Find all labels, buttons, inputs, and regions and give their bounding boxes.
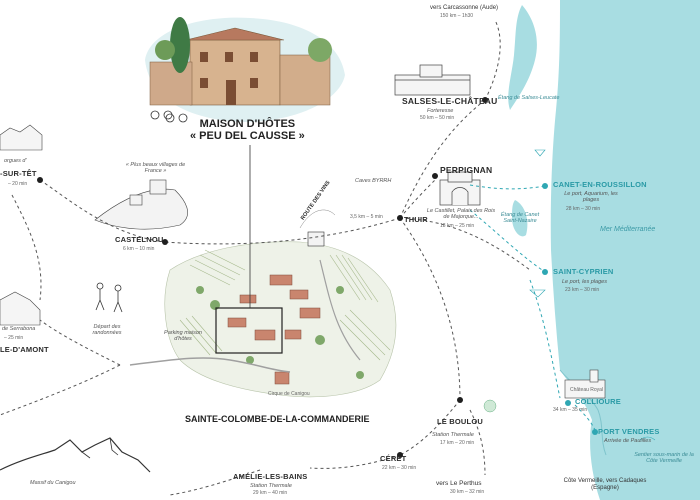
beaux-villages-label: « Plus beaux villages de France » bbox=[125, 162, 186, 175]
etang-canet-lagoon bbox=[512, 200, 528, 237]
perpignan-sub: Le Castillet, Palais des Rois de Majorqu… bbox=[426, 208, 496, 221]
saint-cyprien-dist: 23 km – 30 min bbox=[565, 287, 600, 293]
canet-sub: Le port, Aquarium, les plages bbox=[564, 191, 618, 204]
ille-dist: – 25 min bbox=[4, 335, 24, 341]
village-illustration bbox=[129, 241, 397, 398]
route-boulou-ceret bbox=[399, 399, 461, 456]
dot-cyprien bbox=[542, 269, 548, 275]
etang-salses-lagoon bbox=[508, 5, 537, 110]
amelie-dist: 29 km – 40 min bbox=[253, 490, 288, 496]
ceret-dist: 22 km – 30 min bbox=[382, 465, 417, 471]
serrabona-sketch bbox=[0, 291, 41, 326]
mediterranean-sea bbox=[550, 0, 700, 500]
port-vendres-label: PORT VENDRES bbox=[598, 427, 660, 436]
salses-label: SALSES-LE-CHÂTEAU bbox=[402, 96, 498, 106]
route-thuir-perpignan bbox=[399, 179, 436, 219]
collioure-label: COLLIOURE bbox=[575, 397, 621, 406]
thuir-label: THUIR bbox=[404, 215, 428, 224]
dot-thuir bbox=[397, 215, 403, 221]
route-badge bbox=[483, 399, 497, 413]
orgues-sketch bbox=[0, 124, 43, 151]
salses-sub: Forteresse bbox=[427, 108, 454, 114]
route-thuir-boulou bbox=[399, 217, 461, 401]
collioure-dist: 34 km – 35 min bbox=[553, 407, 588, 413]
chateau-label: Château Royal bbox=[570, 387, 604, 393]
ille-sub: de Serrabona bbox=[2, 326, 36, 332]
route-castelnou-prades bbox=[39, 179, 166, 243]
route-depart-left bbox=[0, 364, 121, 416]
route-coast-collioure bbox=[529, 279, 561, 399]
route-thuir-castelnou bbox=[164, 217, 401, 245]
hiker-sketch bbox=[95, 282, 123, 313]
canet-dist: 28 km – 30 min bbox=[566, 206, 601, 212]
route-thuir-salses bbox=[399, 99, 486, 219]
prades-sub: orgues d' bbox=[4, 158, 27, 164]
maison-title: MAISON D'HÔTES « PEU DEL CAUSSE » bbox=[190, 118, 305, 142]
le-perthus-dist: 30 km – 32 min bbox=[450, 489, 485, 495]
collioure-sketch bbox=[564, 369, 606, 399]
perpignan-label: PERPIGNAN bbox=[440, 165, 493, 175]
route-depart-ille bbox=[39, 319, 121, 366]
etang-canet-label: Étang de Canet Saint-Nazaire bbox=[500, 212, 540, 225]
dot-collioure bbox=[565, 400, 571, 406]
parking-box bbox=[215, 307, 283, 354]
route-perpignan-canet bbox=[469, 184, 546, 190]
canigou-label: Massif du Canigou bbox=[30, 480, 76, 486]
parking-label: Parking maison d'hôtes bbox=[164, 330, 202, 343]
prades-dist: – 20 min bbox=[8, 181, 28, 187]
prades-label: -SUR-TÊT bbox=[0, 169, 37, 178]
cadaques-label: Côte Vermeille, vers Cadaques (Espagne) bbox=[563, 478, 647, 491]
amelie-sub: Station Thermale bbox=[250, 483, 292, 489]
route-boulou-perthus bbox=[469, 409, 486, 476]
etang-salses-label: Étang de Salses-Leucate bbox=[498, 95, 560, 101]
canet-label: CANET-EN-ROUSSILLON bbox=[553, 180, 647, 189]
maison-title-line1: MAISON D'HÔTES bbox=[199, 118, 296, 130]
le-boulou-dist: 17 km – 20 min bbox=[440, 440, 475, 446]
castelnou-dist: 6 km – 10 min bbox=[123, 246, 155, 252]
canigou-mountains-detail bbox=[81, 437, 119, 459]
le-boulou-label: LE BOULOU bbox=[437, 417, 483, 426]
dot-perpignan bbox=[432, 173, 438, 179]
le-perthus-label: vers Le Perthus bbox=[436, 480, 482, 487]
route-prades-ille bbox=[11, 194, 42, 301]
dot-canet bbox=[542, 183, 548, 189]
dot-boulou bbox=[457, 397, 463, 403]
sainte-colombe-label: SAINTE-COLOMBE-DE-LA-COMMANDERIE bbox=[185, 414, 370, 424]
ille-label: LE-D'AMONT bbox=[0, 345, 49, 354]
byrrh-dist: 3,5 km – 5 min bbox=[350, 214, 383, 220]
carcassonne-label: vers Carcassonne (Aude) bbox=[430, 5, 499, 11]
cirque-label: Cirque de Canigou bbox=[268, 391, 310, 397]
mer-label: Mer Méditerranée bbox=[600, 226, 656, 233]
port-vendres-sub: Arrivée de Paulilles bbox=[604, 438, 652, 444]
dot-ceret bbox=[397, 452, 403, 458]
carcassonne-dist: 150 km – 1h30 bbox=[440, 13, 474, 19]
dot-prades bbox=[37, 177, 43, 183]
route-des-vins-sign bbox=[299, 209, 336, 247]
le-boulou-sub: Station Thermale bbox=[432, 432, 474, 438]
maison-illustration bbox=[145, 17, 345, 123]
ceret-label: CÉRET bbox=[380, 454, 407, 463]
maison-title-line2: « PEU DEL CAUSSE » bbox=[190, 130, 305, 143]
salses-sketch bbox=[394, 64, 471, 96]
saint-cyprien-sub: Le port, les plages bbox=[562, 279, 607, 285]
cote-vermeille-label: Sentier sous-marin de la Côte Vermeille bbox=[634, 452, 694, 465]
dot-salses bbox=[482, 97, 488, 103]
castillet-sketch bbox=[439, 171, 481, 206]
saint-cyprien-label: SAINT-CYPRIEN bbox=[553, 267, 614, 276]
canigou-mountains bbox=[0, 437, 151, 473]
dot-portvendres bbox=[592, 429, 598, 435]
salses-dist: 50 km – 50 min bbox=[420, 115, 455, 121]
route-amelie-left bbox=[169, 469, 261, 496]
dot-castelnou bbox=[162, 239, 168, 245]
sea-sketches bbox=[529, 149, 656, 441]
castelnou-sketch bbox=[94, 179, 188, 230]
amelie-label: AMÉLIE-LES-BAINS bbox=[233, 472, 308, 481]
depart-randonnees-label: Départ des randonnées bbox=[92, 324, 122, 337]
castelnou-label: CASTELNOU bbox=[115, 235, 164, 244]
byrrh-label: Caves BYRRH bbox=[355, 178, 392, 184]
perpignan-dist: 18 km – 25 min bbox=[440, 223, 475, 229]
route-salses-carcassonne bbox=[484, 19, 501, 101]
